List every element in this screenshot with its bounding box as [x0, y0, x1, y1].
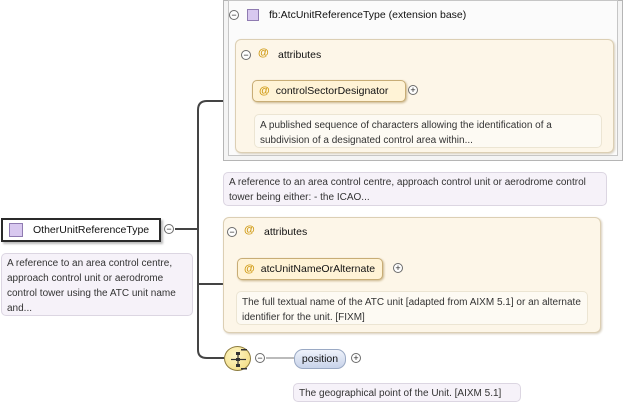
attribute-documentation: The full textual name of the ATC unit [a… [236, 291, 588, 325]
collapse-attributes-icon[interactable]: − [227, 227, 237, 237]
element-position[interactable]: position [294, 349, 346, 369]
attribute-marker-icon: @ [259, 85, 270, 97]
complex-type-icon [247, 9, 259, 21]
collapse-extension-icon[interactable]: − [229, 10, 239, 20]
root-documentation: A reference to an area control centre, a… [1, 253, 193, 316]
collapse-root-icon[interactable]: − [164, 224, 174, 234]
extension-title: fb:AtcUnitReferenceType (extension base) [269, 9, 467, 21]
root-type-name: OtherUnitReferenceType [33, 224, 150, 236]
expand-element-icon[interactable]: + [351, 353, 361, 363]
attribute-marker-icon: @ [244, 263, 255, 275]
sequence-compositor-icon[interactable] [224, 346, 251, 371]
attribute-name: controlSectorDesignator [275, 85, 389, 97]
attributes-label: attributes [264, 226, 308, 238]
attribute-control-sector-designator[interactable]: @ controlSectorDesignator [252, 80, 406, 102]
extension-base-panel: − fb:AtcUnitReferenceType (extension bas… [228, 0, 618, 156]
collapse-sequence-icon[interactable]: − [255, 353, 265, 363]
attribute-documentation: A published sequence of characters allow… [254, 114, 602, 148]
attributes-group: − @ attributes @ controlSectorDesignator… [235, 39, 614, 153]
root-type-node[interactable]: OtherUnitReferenceType [1, 218, 161, 242]
attributes-label: attributes [278, 49, 322, 61]
expand-attribute-icon[interactable]: + [393, 263, 403, 273]
attribute-name: atcUnitNameOrAlternate [260, 263, 376, 275]
attribute-marker-icon: @ [244, 224, 255, 236]
attribute-atc-unit-name-or-alternate[interactable]: @ atcUnitNameOrAlternate [237, 258, 383, 280]
attributes-group-root: − @ attributes @ atcUnitNameOrAlternate … [223, 217, 601, 333]
element-documentation: The geographical point of the Unit. [AIX… [293, 383, 521, 402]
collapse-attributes-icon[interactable]: − [241, 50, 251, 60]
complex-type-icon [9, 223, 23, 237]
extension-documentation: A reference to an area control centre, a… [223, 172, 607, 206]
attribute-marker-icon: @ [258, 47, 269, 59]
expand-attribute-icon[interactable]: + [408, 85, 418, 95]
